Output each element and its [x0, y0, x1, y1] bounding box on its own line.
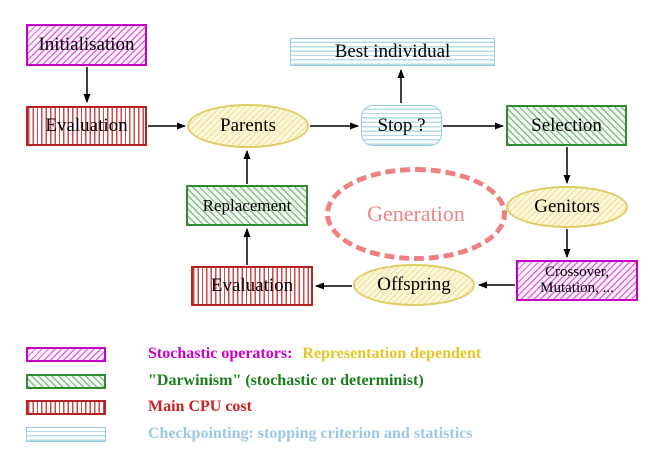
legend-swatch-magenta-hatch [26, 346, 106, 362]
node-stop-label: Stop ? [377, 114, 426, 136]
node-evaluation-bottom: Evaluation [191, 266, 313, 306]
legend-row-checkpointing: Checkpointing: stopping criterion and st… [26, 424, 472, 444]
node-best-individual: Best individual [290, 38, 495, 66]
legend-row-darwinism: "Darwinism" (stochastic or determinist) [26, 371, 424, 391]
node-initialisation-label: Initialisation [38, 34, 135, 56]
node-evaluation-top-label: Evaluation [45, 115, 128, 137]
generation-label: Generation [367, 201, 465, 226]
legend-swatch-red-stripes [26, 399, 106, 415]
node-evaluation-bottom-label: Evaluation [210, 275, 294, 297]
node-genitors-label: Genitors [534, 196, 600, 218]
node-crossover-line2: Mutation, ... [540, 279, 614, 296]
node-replacement-label: Replacement [202, 195, 292, 215]
legend-label-stochastic: Stochastic operators: [148, 345, 293, 362]
node-evaluation-top: Evaluation [26, 106, 147, 146]
legend-swatch-green-hatch [26, 373, 106, 389]
node-initialisation: Initialisation [26, 24, 147, 66]
legend-label-darwinism: "Darwinism" (stochastic or determinist) [148, 372, 424, 389]
node-selection-label: Selection [531, 114, 602, 136]
generation-dashed-ellipse: Generation [325, 167, 507, 261]
node-stop: Stop ? [361, 105, 442, 146]
node-parents-label: Parents [220, 115, 276, 137]
legend-row-cpu-cost: Main CPU cost [26, 397, 252, 417]
node-crossover-line1: Crossover, [545, 263, 609, 280]
legend-swatch-cyan-stripes [26, 426, 106, 442]
node-parents: Parents [187, 104, 309, 148]
node-genitors: Genitors [506, 186, 628, 228]
legend-row-stochastic: Stochastic operators: Representation dep… [26, 344, 481, 364]
node-best-individual-label: Best individual [334, 41, 451, 63]
node-offspring: Offspring [353, 264, 475, 306]
node-selection: Selection [506, 105, 627, 146]
legend-label-representation: Representation dependent [302, 345, 482, 362]
node-crossover-mutation: Crossover, Mutation, ... [516, 260, 638, 301]
node-replacement: Replacement [186, 185, 308, 226]
legend-label-cpu-cost: Main CPU cost [148, 398, 252, 415]
node-offspring-label: Offspring [377, 274, 451, 296]
legend-label-checkpointing: Checkpointing: stopping criterion and st… [148, 425, 473, 442]
